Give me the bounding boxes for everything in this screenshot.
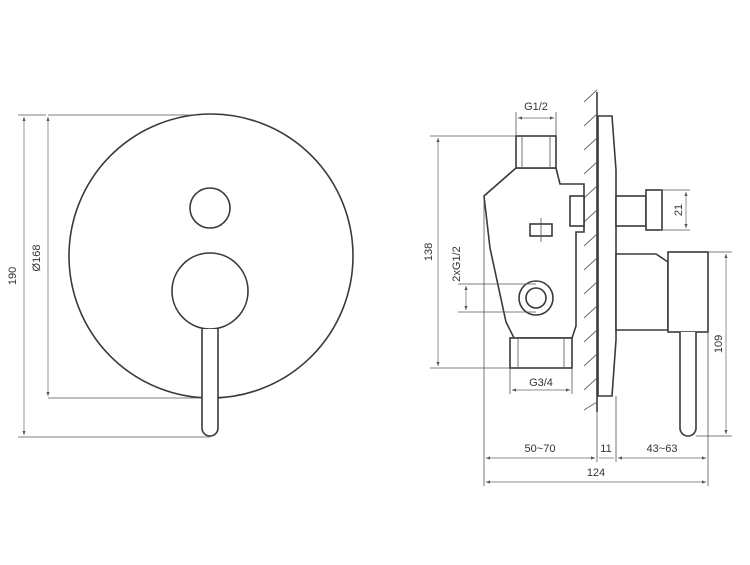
cartridge-block (569, 195, 585, 227)
dim-label-plate-diameter: Ø168 (31, 245, 43, 272)
side-outlet-outer (518, 280, 554, 316)
top-inlet (515, 135, 557, 169)
handle-lever (679, 332, 697, 437)
dim-label-top-inlet: G1/2 (524, 101, 548, 113)
side-outlet-inner (525, 287, 547, 309)
dim-label-plate-thickness: 11 (600, 443, 611, 455)
lever-handle (201, 329, 219, 437)
diverter-stem (615, 195, 647, 227)
dim-label-body-height: 138 (423, 243, 435, 261)
diverter-knob (189, 187, 231, 229)
dim-label-handle-projection: 43~63 (647, 443, 678, 455)
dim-label-bottom-inlet: G3/4 (529, 377, 553, 389)
wall-hatching (583, 89, 598, 411)
bottom-inlet (509, 337, 573, 369)
dim-label-total-depth: 124 (587, 467, 605, 479)
front-view: Ø168 190 (7, 113, 354, 438)
valve-body (483, 167, 585, 339)
handle-head (667, 251, 709, 333)
side-view: G1/2 21 138 2xG1/2 G3/4 109 50~70 (423, 89, 732, 486)
dim-label-lever-height: 109 (713, 335, 725, 353)
dim-label-overall-height: 190 (7, 267, 19, 285)
dim-label-outlet-thread: 21 (673, 204, 685, 216)
cover-plate-side (597, 115, 617, 397)
dim-label-side-outlets: 2xG1/2 (451, 246, 463, 281)
dim-label-wall-depth: 50~70 (525, 443, 556, 455)
diverter-cap (645, 189, 663, 231)
handle-body (615, 253, 669, 331)
lever-hub (171, 252, 249, 330)
